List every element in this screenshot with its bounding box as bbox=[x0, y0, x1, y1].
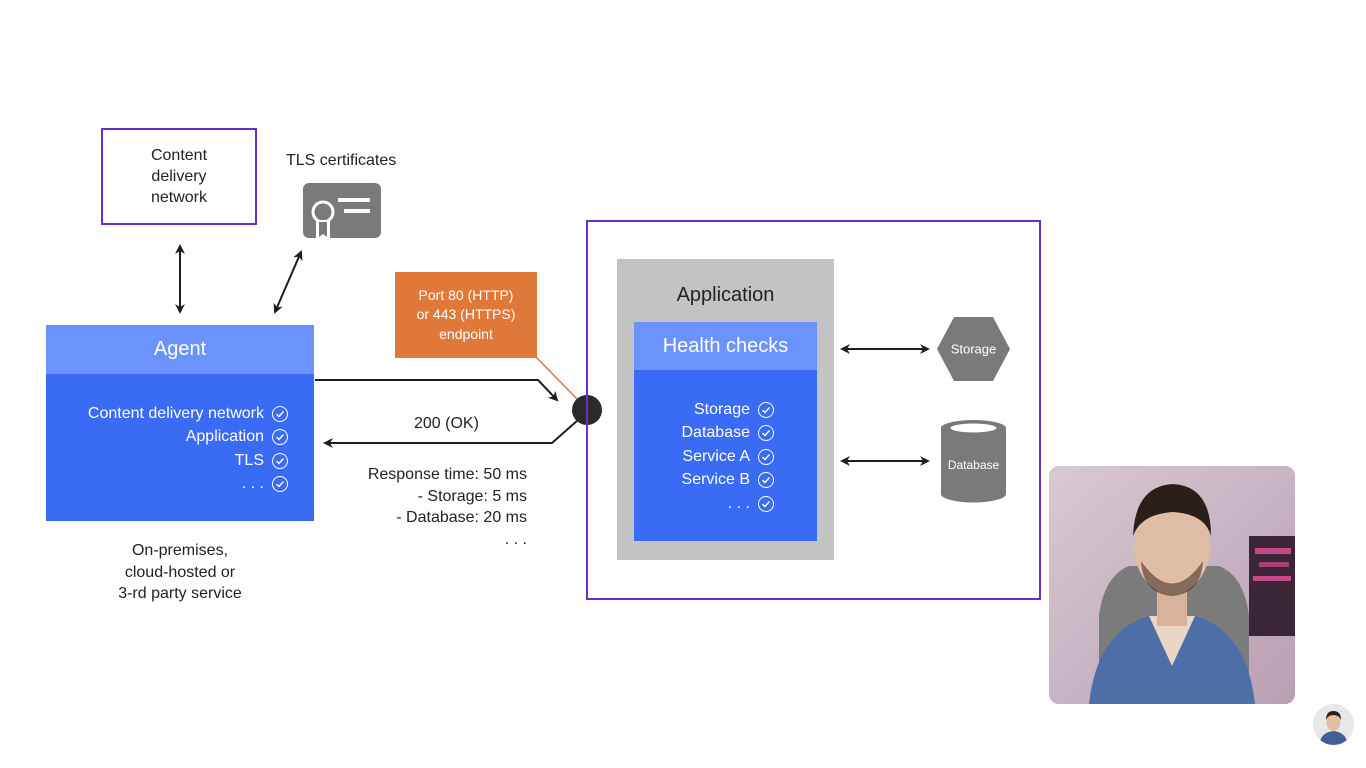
status-label: 200 (OK) bbox=[414, 415, 479, 432]
check-circle-icon bbox=[758, 401, 774, 418]
agent-check-item: Application bbox=[88, 426, 288, 450]
health-checks-title: Health checks bbox=[634, 322, 817, 370]
cdn-label: Content delivery network bbox=[150, 147, 208, 206]
check-circle-icon bbox=[758, 425, 774, 442]
agent-check-item: . . . bbox=[88, 473, 288, 497]
health-check-item: . . . bbox=[682, 492, 774, 516]
service-frame bbox=[586, 220, 1041, 600]
check-circle-icon bbox=[758, 472, 774, 489]
presenter-video bbox=[1049, 466, 1295, 704]
health-checks-box: Health checks Storage Database Service A… bbox=[634, 322, 817, 541]
storage-shape: Storage bbox=[937, 317, 1010, 381]
health-check-list: Storage Database Service A Service B . .… bbox=[682, 398, 774, 516]
health-check-item: Service B bbox=[682, 469, 774, 493]
storage-label: Storage bbox=[951, 342, 997, 357]
agent-check-item: TLS bbox=[88, 449, 288, 473]
presenter-image bbox=[1049, 466, 1295, 704]
request-arrow bbox=[315, 379, 559, 402]
application-title: Application bbox=[676, 284, 775, 306]
channel-avatar[interactable] bbox=[1313, 704, 1354, 745]
health-check-item: Database bbox=[682, 422, 774, 446]
check-circle-icon bbox=[758, 448, 774, 465]
agent-box: Agent Content delivery network Applicati… bbox=[46, 325, 314, 521]
endpoint-callout: Port 80 (HTTP) or 443 (HTTPS) endpoint bbox=[395, 272, 537, 358]
database-label: Database bbox=[948, 458, 1000, 472]
certificate-icon bbox=[303, 183, 381, 244]
avatar-image bbox=[1313, 704, 1354, 745]
check-circle-icon bbox=[272, 476, 288, 493]
endpoint-callout-line bbox=[535, 356, 579, 401]
agent-check-list: Content delivery network Application TLS… bbox=[88, 402, 288, 496]
check-circle-icon bbox=[272, 429, 288, 446]
tls-agent-arrow bbox=[273, 250, 303, 314]
database-shape: Database bbox=[941, 420, 1006, 503]
health-check-item: Storage bbox=[682, 398, 774, 422]
check-circle-icon bbox=[272, 452, 288, 469]
check-circle-icon bbox=[758, 495, 774, 512]
health-check-item: Service A bbox=[682, 445, 774, 469]
response-times: Response time: 50 ms - Storage: 5 ms - D… bbox=[367, 466, 527, 548]
deployment-note: On-premises, cloud-hosted or 3-rd party … bbox=[118, 542, 242, 602]
agent-check-item: Content delivery network bbox=[88, 402, 288, 426]
agent-title: Agent bbox=[46, 325, 314, 374]
check-circle-icon bbox=[272, 405, 288, 422]
tls-label: TLS certificates bbox=[286, 152, 397, 169]
cdn-box: Content delivery network bbox=[101, 128, 257, 225]
